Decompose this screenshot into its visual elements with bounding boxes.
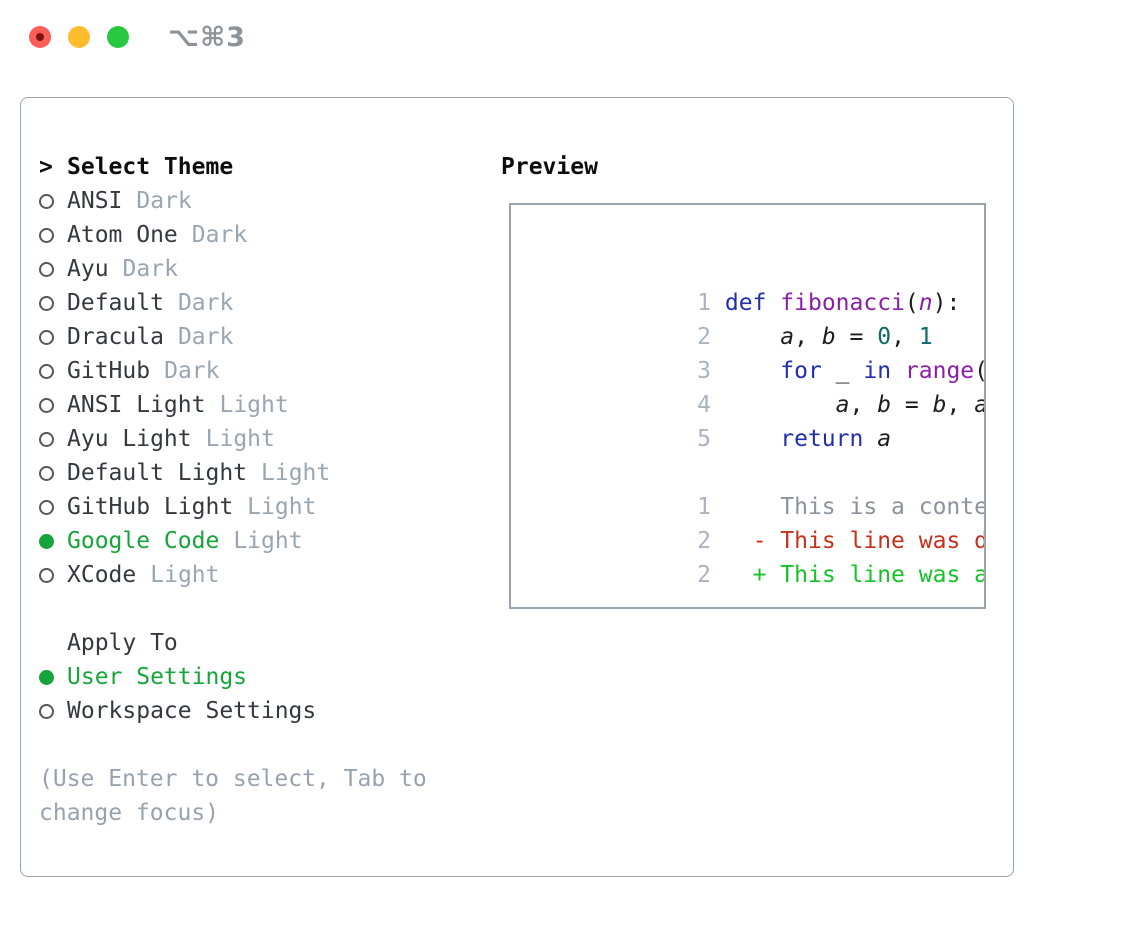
theme-name: GitHub Light [67, 494, 234, 520]
theme-name: ANSI Light [67, 392, 206, 418]
theme-name: Dracula [67, 324, 164, 350]
theme-variant: Light [233, 528, 303, 554]
theme-name: ANSI [67, 188, 123, 214]
code-line: 4 a, b = b, a + b [697, 392, 984, 418]
minimize-button[interactable] [68, 26, 90, 48]
code-line: 3 for _ in range(n): [697, 358, 984, 384]
radio-icon [39, 533, 54, 549]
radio-icon [39, 669, 54, 685]
radio-icon [39, 397, 54, 413]
radio-icon [39, 465, 54, 481]
theme-option-default[interactable]: Default Dark [39, 286, 489, 320]
theme-option-ansi[interactable]: ANSI Dark [39, 184, 489, 218]
diff-block: 1 This is a context line. 2 - This line … [531, 456, 986, 588]
theme-name: Google Code [67, 528, 220, 554]
theme-name: GitHub [67, 358, 151, 384]
apply-option-workspace-settings[interactable]: Workspace Settings [39, 694, 489, 728]
radio-icon [39, 567, 54, 583]
radio-icon [39, 329, 54, 345]
theme-variant: Light [205, 426, 275, 452]
theme-option-atom-one[interactable]: Atom One Dark [39, 218, 489, 252]
titlebar: ⌥⌘3 [0, 0, 1140, 75]
theme-name: Default Light [67, 460, 248, 486]
theme-option-github-light[interactable]: GitHub Light Light [39, 490, 489, 524]
theme-option-google-code[interactable]: Google Code Light [39, 524, 489, 558]
theme-name: XCode [67, 562, 137, 588]
select-theme-header: > Select Theme [39, 150, 489, 184]
theme-option-github[interactable]: GitHub Dark [39, 354, 489, 388]
code-line: 1 def fibonacci(n): [697, 290, 961, 316]
apply-option-name: User Settings [67, 664, 248, 690]
theme-panel: > Select Theme ANSI Dark Atom One Dark A [39, 150, 489, 830]
select-theme-label: Select Theme [67, 154, 234, 180]
diff-line: 2 - This line was deleted. [697, 528, 984, 554]
keyboard-hint: (Use Enter to select, Tab to change focu… [39, 766, 427, 826]
radio-icon [39, 363, 54, 379]
theme-name: Ayu Light [67, 426, 192, 452]
theme-option-ansi-light[interactable]: ANSI Light Light [39, 388, 489, 422]
code-block: 1 def fibonacci(n): 2 a, b = 0, 1 3 for … [531, 252, 984, 452]
apply-to-header: Apply To [39, 626, 489, 660]
theme-variant: Dark [164, 358, 220, 384]
zoom-button[interactable] [107, 26, 129, 48]
theme-variant: Light [247, 494, 317, 520]
apply-to-label: Apply To [67, 630, 178, 656]
radio-icon [39, 261, 54, 277]
theme-variant: Dark [122, 256, 178, 282]
radio-icon [39, 499, 54, 515]
radio-icon [39, 193, 54, 209]
diff-line: 1 This is a context line. [697, 494, 986, 520]
theme-option-ayu[interactable]: Ayu Dark [39, 252, 489, 286]
radio-icon [39, 703, 54, 719]
diff-line: 2 + This line was added. [697, 562, 984, 588]
theme-name: Ayu [67, 256, 109, 282]
theme-variant: Light [261, 460, 331, 486]
apply-to-list: User Settings Workspace Settings [39, 660, 489, 728]
apply-option-user-settings[interactable]: User Settings [39, 660, 489, 694]
theme-variant: Dark [177, 324, 234, 350]
theme-option-xcode[interactable]: XCode Light [39, 558, 489, 592]
radio-icon [39, 431, 54, 447]
theme-variant: Light [219, 392, 289, 418]
app-window: > Select Theme ANSI Dark Atom One Dark A [20, 97, 1014, 877]
theme-list: ANSI Dark Atom One Dark Ayu Dark Default… [39, 184, 489, 592]
theme-variant: Dark [191, 222, 248, 248]
unsaved-indicator-dot [36, 33, 44, 41]
radio-icon [39, 227, 54, 243]
theme-name: Atom One [67, 222, 178, 248]
theme-variant: Light [150, 562, 220, 588]
theme-option-default-light[interactable]: Default Light Light [39, 456, 489, 490]
theme-option-dracula[interactable]: Dracula Dark [39, 320, 489, 354]
radio-icon [39, 295, 54, 311]
code-line: 2 a, b = 0, 1 [697, 324, 933, 350]
theme-variant: Dark [136, 188, 192, 214]
preview-label: Preview [501, 154, 598, 180]
apply-to-section: Apply To User Settings Workspace Setting… [39, 626, 489, 728]
code-line: 5 return a [697, 426, 892, 452]
theme-option-ayu-light[interactable]: Ayu Light Light [39, 422, 489, 456]
preview-box: 1 def fibonacci(n): 2 a, b = 0, 1 3 for … [509, 203, 986, 609]
close-button[interactable] [29, 26, 51, 48]
selection-arrow: > [39, 154, 53, 180]
traffic-lights [29, 26, 129, 48]
theme-name: Default [67, 290, 164, 316]
apply-option-name: Workspace Settings [67, 698, 317, 724]
window-title: ⌥⌘3 [168, 22, 246, 53]
theme-variant: Dark [177, 290, 234, 316]
